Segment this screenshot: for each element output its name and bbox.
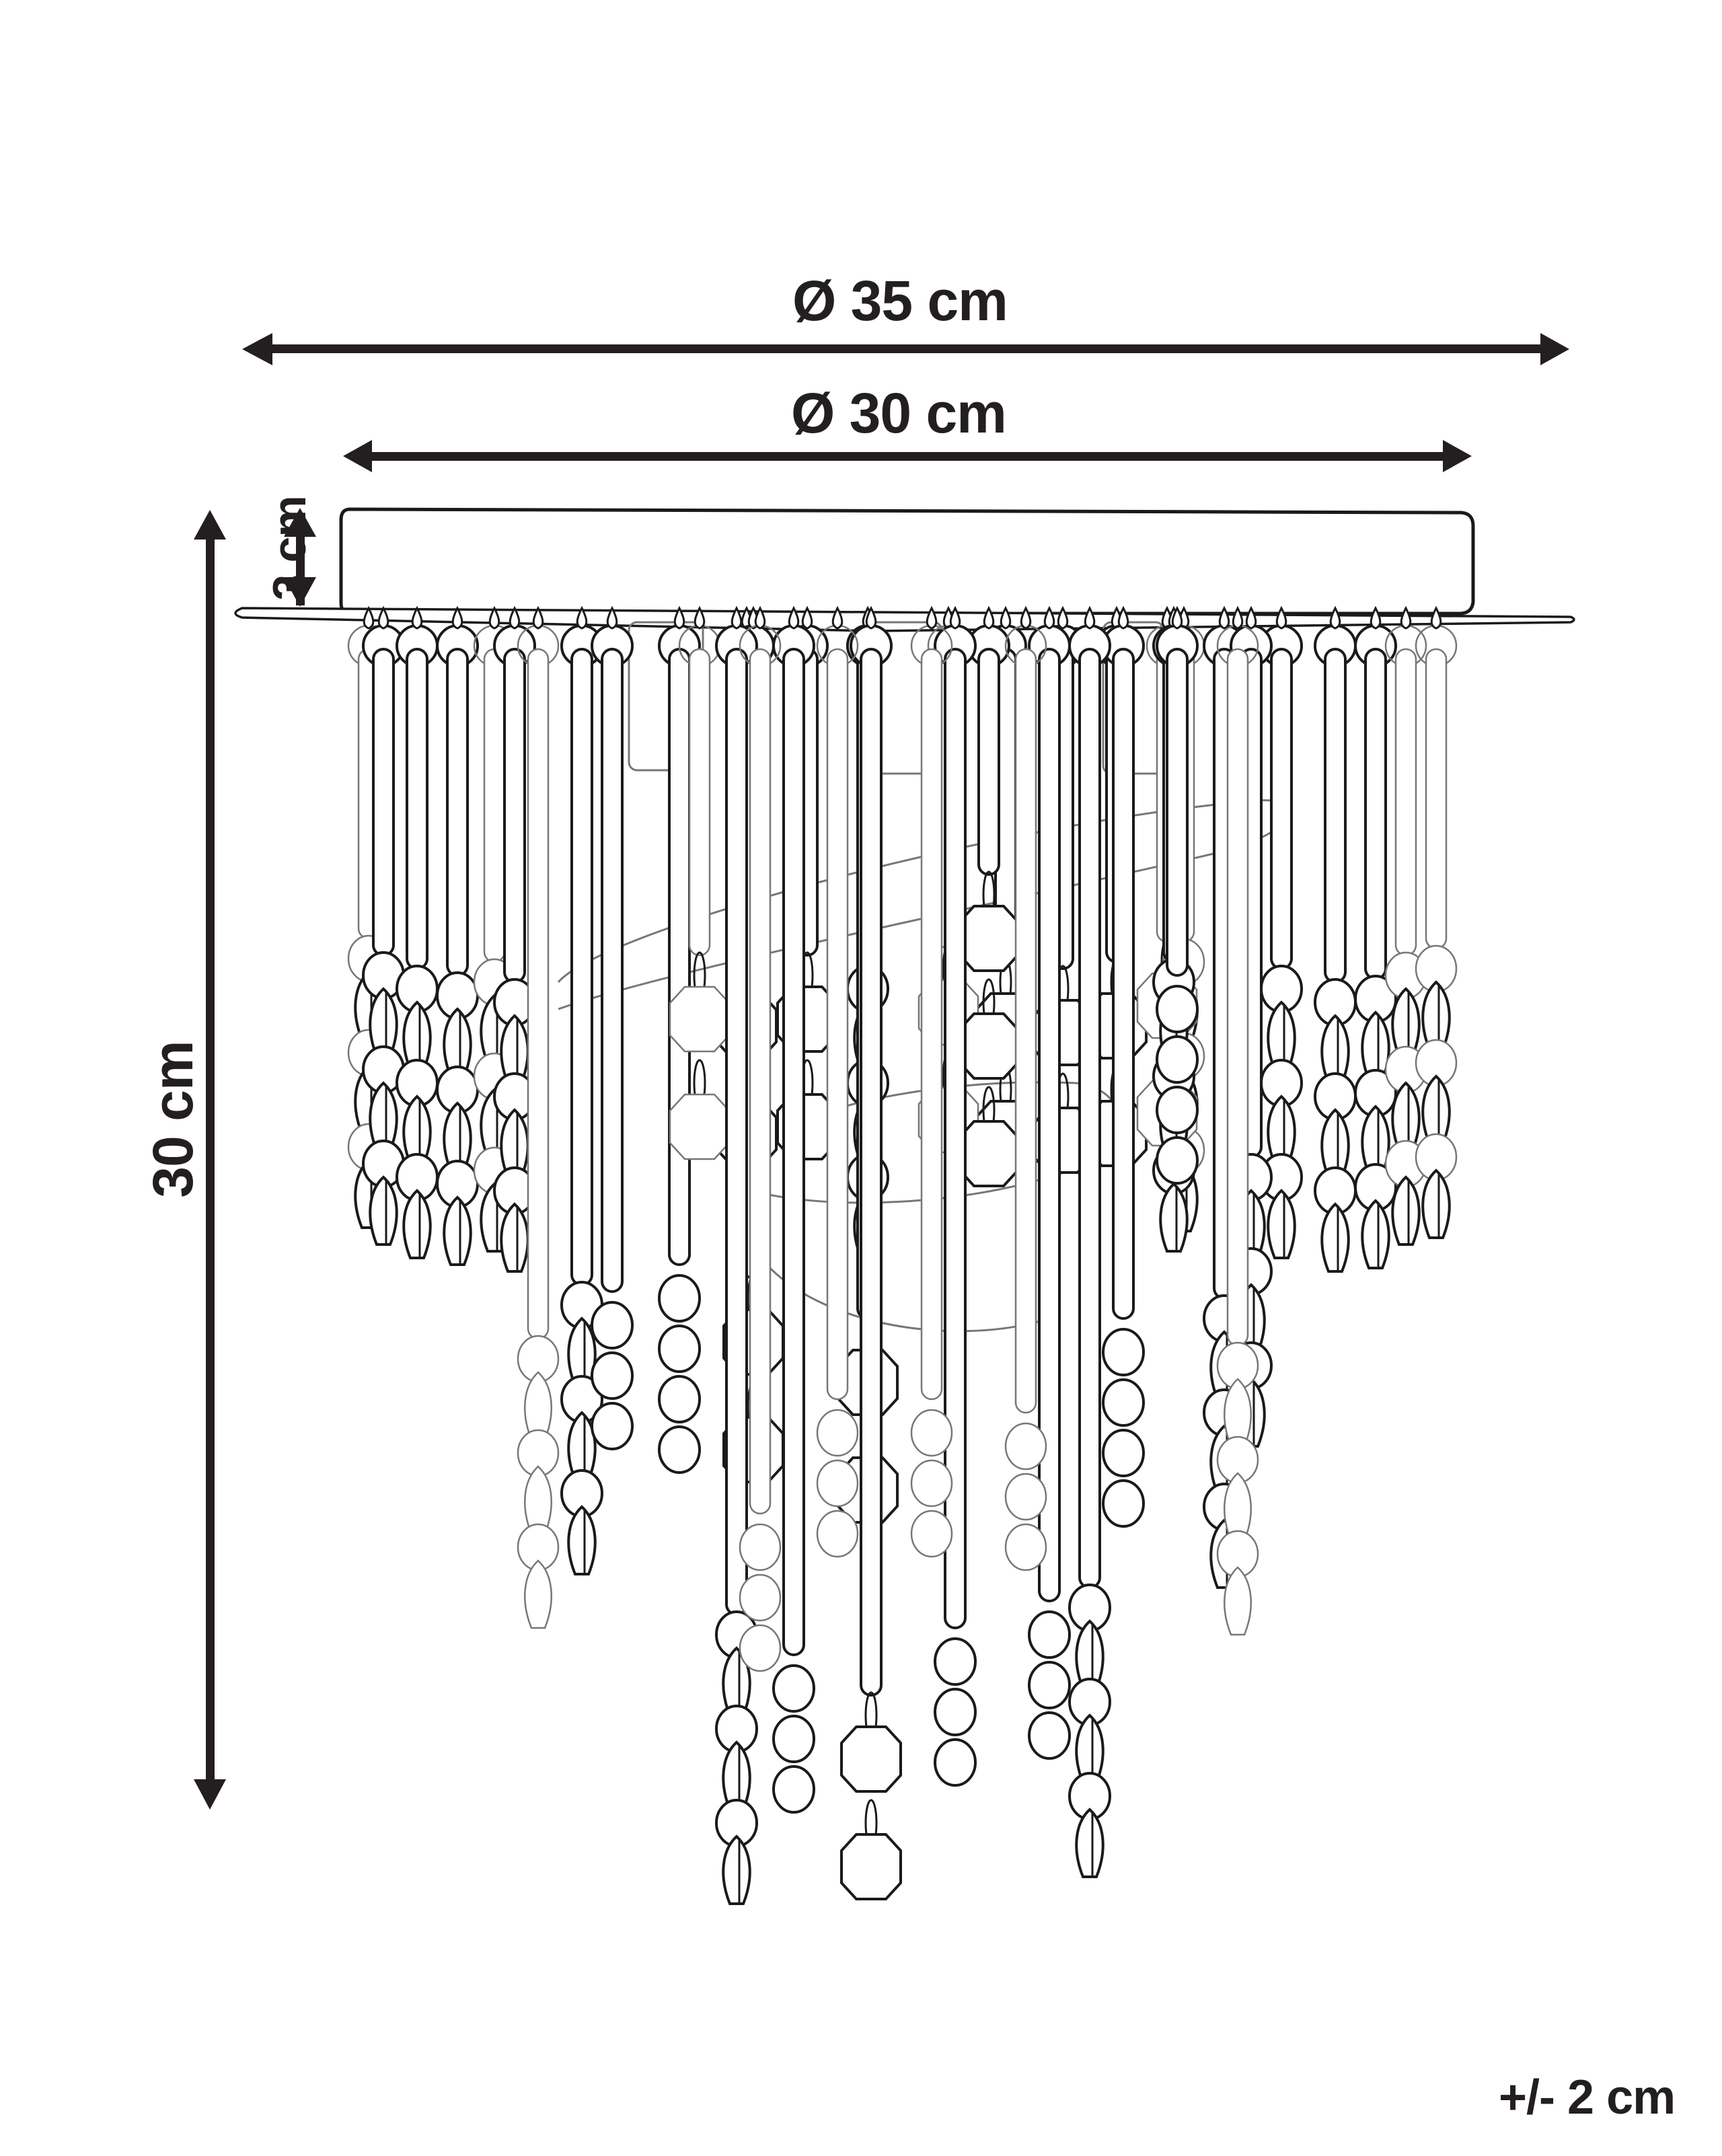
- overall-diameter-label: Ø 35 cm: [792, 269, 1008, 332]
- dimension-arrows: [194, 333, 1569, 1810]
- canopy-diameter-label: Ø 30 cm: [791, 381, 1007, 445]
- canopy-height-label: 3 cm: [263, 496, 315, 601]
- tolerance-label: +/- 2 cm: [1499, 2071, 1676, 2124]
- crystal-strands: [347, 607, 1458, 1905]
- overall-height-label: 30 cm: [141, 1041, 204, 1198]
